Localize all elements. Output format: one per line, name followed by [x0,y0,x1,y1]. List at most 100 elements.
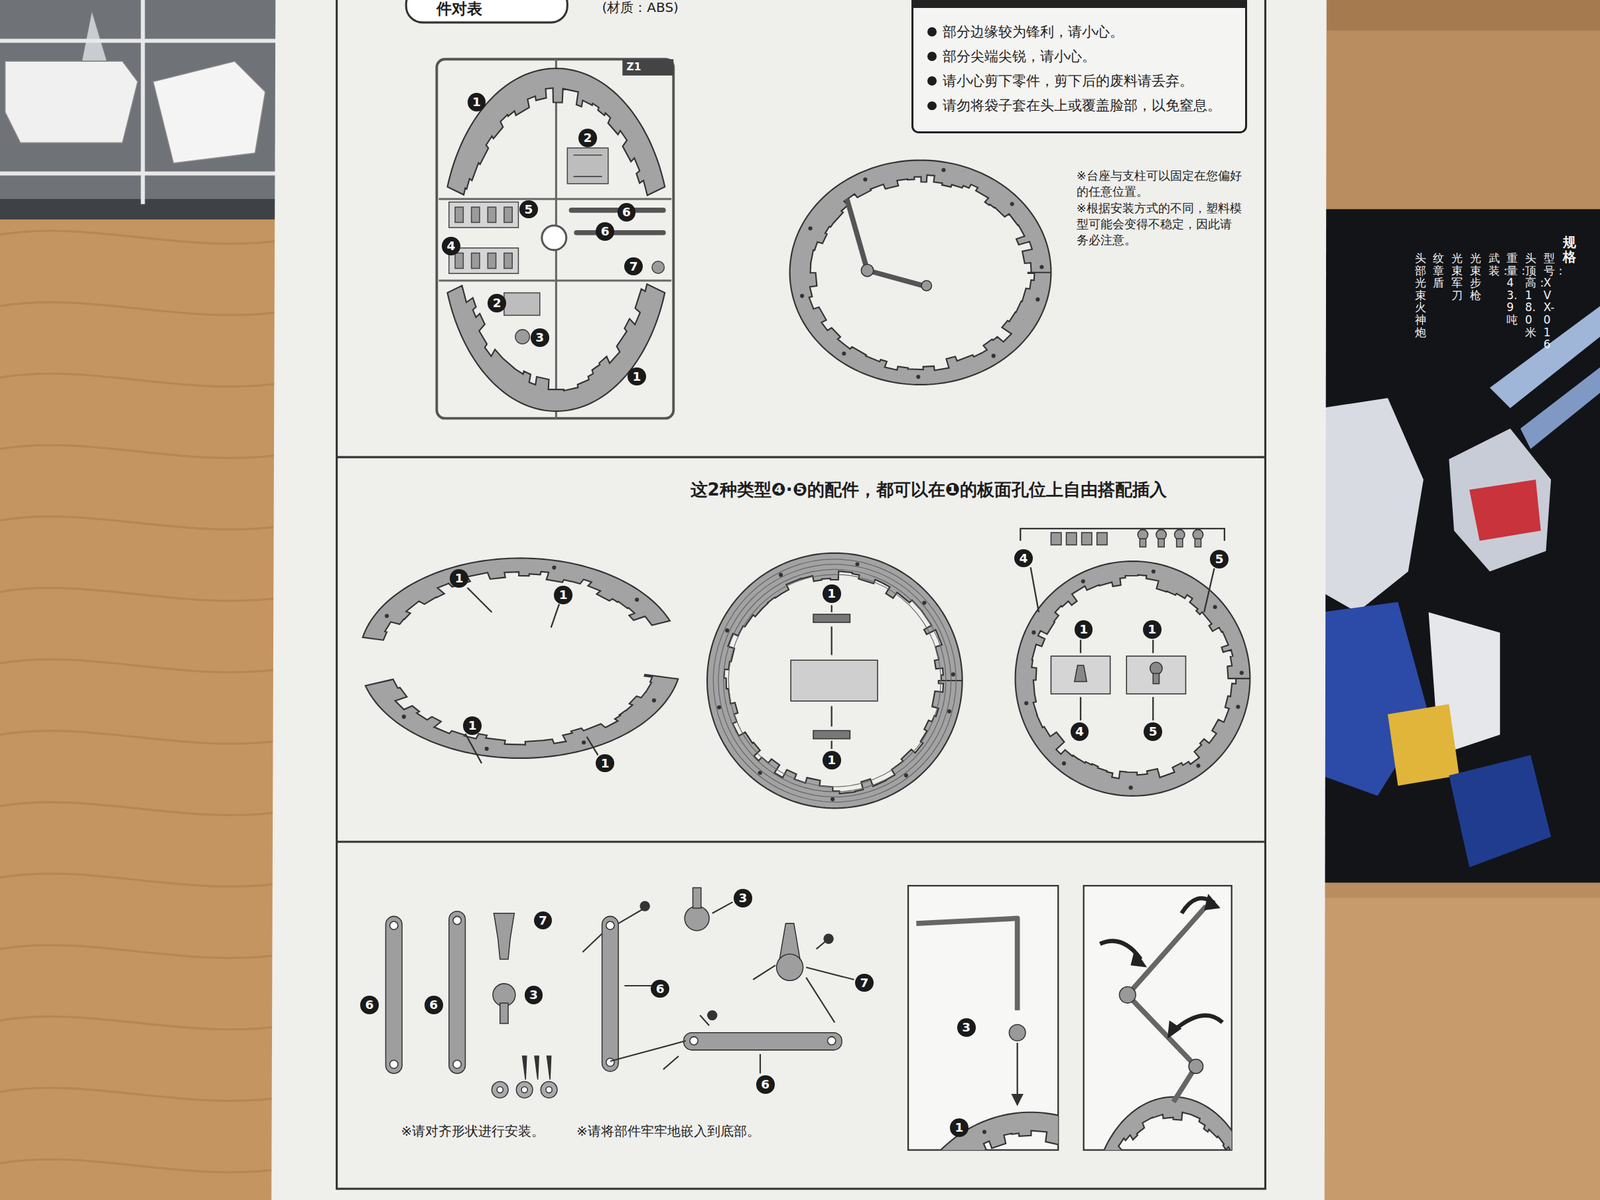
rod-hole [606,921,615,930]
callout-number: 6 [617,202,637,222]
peg-hole [1129,785,1134,790]
arrow-head [1130,894,1220,1039]
round-pin-stem [1158,538,1165,547]
yellow-part [1387,703,1460,786]
callout-number: 1 [822,584,842,603]
spec-text: 纹章盾 [1432,252,1445,290]
bullet-dot [927,101,937,111]
joint-stem [500,1002,509,1024]
wood-grain [0,659,286,672]
peg-hole [863,177,867,182]
base-ring-part [1015,561,1251,797]
warning-header-bar [913,0,1246,8]
flat-pin [1066,532,1076,545]
panel-divider [336,456,1266,459]
callout-number: 5 [519,200,538,219]
peg-hole [1235,704,1240,709]
rotation-arrow [1099,898,1223,1031]
arm-joint [1119,987,1136,1004]
rod-part [602,916,619,1072]
wood-grain [0,1159,286,1173]
callout-number: 2 [578,128,598,148]
round-pin [1150,662,1163,674]
screw [522,1056,527,1080]
callout-number: 1 [949,1118,969,1137]
robot-shoulder [1448,428,1551,572]
callout-number: 4 [1070,722,1090,741]
bullet-dot [927,76,937,86]
instruction-paper [271,0,1327,1200]
spec-text: 光束军刀 [1451,252,1463,302]
callout-number: 1 [449,569,469,588]
callout-number: 4 [1014,549,1033,568]
ring-groove [723,569,946,792]
wood-grain [0,945,286,958]
part-plate [567,147,609,184]
section-heading: 这2种类型❹·❺的配件，都可以在❶的板面孔位上自由搭配插入 [690,478,1168,502]
stand-arm [847,199,924,286]
warning-box: 部分边缘较为锋利，请小心。部分尖端尖锐，请小心。请小心剪下零件，剪下后的废料请丢… [911,0,1248,134]
callout-number: 1 [822,750,842,770]
warning-text: 部分边缘较为锋利，请小心。 [942,22,1124,42]
red-vent [1469,479,1541,541]
callout-number: 4 [441,236,461,256]
callout-number: 6 [756,1075,775,1094]
callout-number: 6 [595,222,615,241]
wood-grain [0,1087,286,1101]
peg-hole [830,797,835,802]
round-pin-stem [1152,673,1159,684]
leader-line [831,604,833,749]
base-ring-part [1094,1097,1232,1151]
pin-part [471,206,480,223]
spec-text: 头顶高：18.0 米 [1525,252,1537,339]
peg-hole [1196,763,1200,768]
joint-part [776,953,804,981]
peg-hole [947,709,952,714]
wood-grain [0,731,286,744]
rod-part [385,916,402,1074]
robot-head [1321,398,1424,613]
leader-line [465,587,598,764]
round-pin-stem [1139,538,1146,547]
joint-stem [692,887,701,909]
flat-pin [1074,665,1087,682]
page-frame [336,0,1266,1189]
arm-joint [921,280,932,291]
ring-groove [718,564,952,798]
arm-joint [861,264,873,276]
callout-number: 6 [360,995,379,1015]
callout-number: 7 [533,911,553,931]
warning-line: 部分尖端尖锐，请小心。 [927,47,1233,66]
peg-hole [1151,569,1156,574]
flat-pin [1081,532,1092,545]
peg-hole [841,351,846,356]
joint-part [652,261,665,274]
callout-number: 1 [463,716,482,735]
box-wall [1316,898,1600,1200]
connector-plate [813,614,850,623]
warning-text: 请小心剪下零件，剪下后的废料请丢弃。 [942,71,1194,91]
peg-hole [991,353,996,358]
spec-text: 武装： [1488,252,1500,277]
base-ring-part [707,553,963,809]
wood-grain [0,1016,286,1029]
peg-hole [384,613,389,618]
note-text: (材质：ABS) [602,0,679,17]
rod-part [576,230,664,236]
sprue-tag [622,59,674,76]
rod-hole [390,1060,399,1068]
base-ring-part [908,1112,1059,1151]
ring-groove [713,559,956,802]
note-text: ※台座与支柱可以固定在您偏好的任意位置。 [1076,168,1242,201]
sprue-frame [436,59,674,418]
wood-grain [0,516,286,530]
round-pin-stem [1194,538,1201,547]
callout-number: 7 [855,973,874,993]
stand-arm [1127,906,1206,1102]
pin-part [504,252,513,268]
spec-text: 重量：43.9 吨 [1506,252,1518,327]
box-art-panel [1316,208,1600,883]
peg-hole [941,167,946,172]
callout-number: 1 [553,585,573,605]
